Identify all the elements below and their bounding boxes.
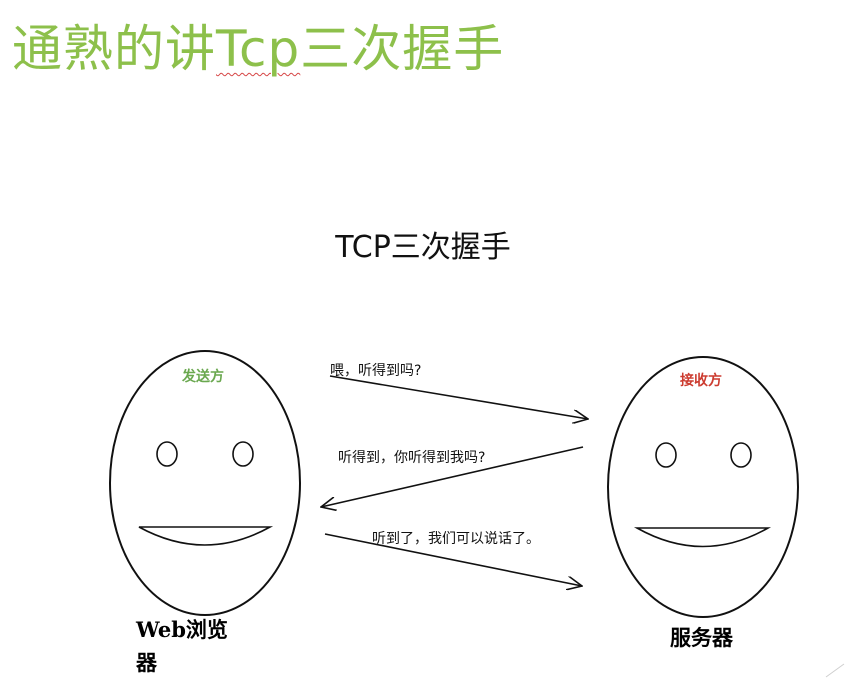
receiver-right-eye [730,442,752,468]
slide-title-tcp: Tcp [216,20,301,78]
sender-face [109,350,301,616]
sender-head-outline [109,350,301,616]
receiver-left-eye [655,442,677,468]
receiver-face [607,356,799,618]
message-1: 喂，听得到吗? [330,363,422,379]
slide-title-prefix: 通熟的讲 [12,20,216,78]
receiver-mouth [633,527,772,548]
diagram-title: TCP三次握手 [335,230,511,265]
server-caption: 服务器 [670,625,733,650]
receiver-role-label: 接收方 [680,373,722,389]
slide-title-suffix: 三次握手 [300,20,505,78]
arrow-syn-ack [321,446,584,507]
arrow-syn [329,375,588,419]
browser-caption: Web浏览器 [136,617,228,675]
sender-role-label: 发送方 [182,369,224,385]
sender-mouth [138,526,274,546]
message-2: 听得到，你听得到我吗? [338,450,486,466]
arrow-ack [324,533,582,586]
corner-mark [825,663,845,678]
receiver-head-outline [607,356,799,618]
sender-right-eye [232,441,254,467]
sender-left-eye [156,441,178,467]
slide-title: 通熟的讲Tcp三次握手 [12,22,504,77]
message-3: 听到了，我们可以说话了。 [372,531,540,547]
